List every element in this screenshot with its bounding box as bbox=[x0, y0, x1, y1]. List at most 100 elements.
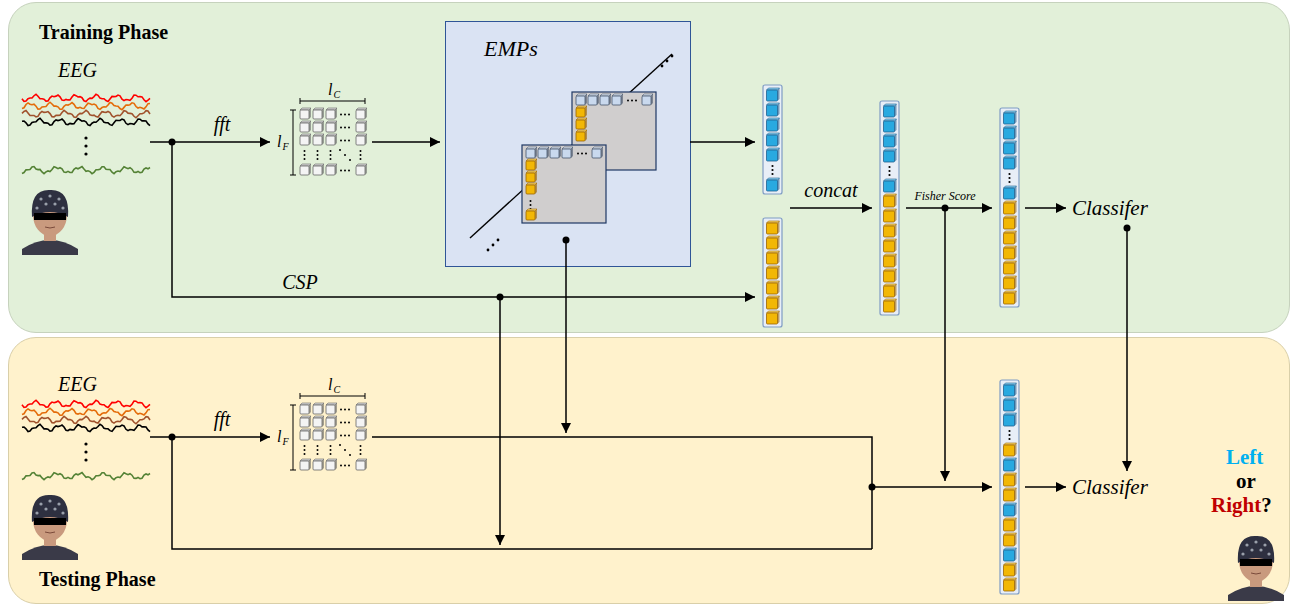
flow-line bbox=[172, 437, 872, 549]
subject-photo bbox=[34, 213, 66, 220]
emp-patches bbox=[666, 60, 669, 63]
spectrum-matrix bbox=[300, 418, 309, 427]
feature-vector bbox=[880, 101, 899, 315]
feature-vector bbox=[1004, 248, 1015, 259]
feature-vector bbox=[1008, 434, 1010, 436]
flow-line bbox=[150, 142, 1127, 549]
diagram-label: C bbox=[333, 384, 340, 395]
feature-vector bbox=[884, 121, 895, 132]
feature-vector bbox=[767, 105, 778, 116]
panel-title: Training Phase bbox=[39, 21, 168, 44]
diagram-label: l bbox=[328, 81, 332, 99]
spectrum-matrix bbox=[360, 449, 362, 451]
emp-patches bbox=[492, 244, 495, 247]
spectrum-matrix bbox=[313, 461, 322, 470]
feature-vector bbox=[1008, 173, 1010, 175]
flow-line bbox=[906, 207, 992, 209]
subject-photo bbox=[35, 206, 38, 209]
diagram-label: EEG bbox=[58, 373, 97, 396]
feature-vector bbox=[1004, 505, 1015, 516]
diagram-label: fft bbox=[214, 408, 231, 431]
spectrum-matrix bbox=[304, 154, 306, 156]
emp-patches bbox=[538, 149, 547, 158]
spectrum-matrix bbox=[304, 453, 306, 455]
spectrum-matrix bbox=[326, 461, 335, 470]
emp-patches bbox=[576, 120, 585, 129]
spectrum-matrix bbox=[313, 136, 322, 145]
emp-patches bbox=[550, 149, 559, 158]
feature-vector bbox=[1004, 218, 1015, 229]
spectrum-matrix bbox=[326, 123, 335, 132]
spectrum-matrix bbox=[313, 418, 322, 427]
feature-vector bbox=[884, 241, 895, 252]
subject-photo bbox=[1251, 573, 1261, 574]
feature-vector bbox=[1004, 263, 1015, 274]
eeg-signal bbox=[84, 144, 87, 147]
spectrum-matrix bbox=[340, 114, 342, 116]
emp-patches bbox=[592, 149, 601, 158]
emp-patches bbox=[526, 149, 535, 158]
subject-photo bbox=[39, 502, 42, 505]
feature-vector bbox=[884, 286, 895, 297]
spectrum-matrix bbox=[330, 150, 332, 152]
spectrum-matrix bbox=[356, 461, 365, 470]
spectrum-matrix bbox=[330, 158, 332, 160]
diagram-label: Classifer bbox=[1072, 475, 1148, 500]
emp-patches bbox=[530, 204, 532, 206]
dimension-bracket bbox=[300, 98, 365, 104]
eeg-signal bbox=[84, 136, 87, 139]
subject-photo bbox=[57, 502, 60, 505]
feature-vector bbox=[1004, 188, 1015, 199]
panel-title: EMPs bbox=[484, 36, 538, 62]
feature-vector bbox=[1000, 380, 1019, 594]
diagram-label: Left bbox=[1226, 445, 1263, 470]
subject-photo bbox=[44, 202, 47, 205]
spectrum-matrix bbox=[360, 453, 362, 455]
spectrum-matrix bbox=[317, 154, 319, 156]
subject-photo bbox=[22, 190, 78, 255]
emp-patches bbox=[661, 65, 664, 68]
feature-vector bbox=[1004, 550, 1015, 561]
flow-line bbox=[150, 141, 270, 143]
subject-photo bbox=[1241, 552, 1244, 555]
spectrum-matrix bbox=[340, 435, 342, 437]
dimension-bracket bbox=[290, 110, 296, 175]
emp-patches bbox=[526, 173, 535, 182]
dimension-bracket bbox=[290, 98, 365, 175]
spectrum-matrix bbox=[304, 158, 306, 160]
spectrum-matrix bbox=[340, 422, 342, 424]
spectrum-matrix bbox=[300, 123, 309, 132]
emp-patches bbox=[600, 96, 609, 105]
flow-line bbox=[1025, 486, 1066, 488]
spectrum-matrix bbox=[344, 435, 346, 437]
feature-vector bbox=[1004, 475, 1015, 486]
feature-vector bbox=[763, 218, 782, 327]
emp-patches bbox=[522, 145, 606, 223]
diagram-label: EEG bbox=[58, 59, 97, 82]
junction-dot bbox=[563, 237, 570, 244]
subject-photo bbox=[22, 240, 78, 255]
spectrum-matrix bbox=[326, 110, 335, 119]
feature-vector bbox=[1008, 430, 1010, 432]
spectrum-matrix bbox=[348, 435, 350, 437]
feature-vector bbox=[1000, 380, 1019, 594]
feature-vector bbox=[1000, 108, 1019, 307]
spectrum-matrix bbox=[344, 422, 346, 424]
emp-patches bbox=[487, 249, 490, 252]
subject-photo bbox=[1240, 559, 1272, 566]
feature-vector bbox=[771, 165, 773, 167]
emp-patches bbox=[671, 55, 674, 58]
diagram-label: Fisher Score bbox=[914, 189, 975, 204]
subject-photo bbox=[61, 206, 64, 209]
spectrum-matrix bbox=[340, 465, 342, 467]
feature-vector bbox=[1004, 233, 1015, 244]
feature-vector bbox=[1004, 580, 1015, 591]
flow-line bbox=[944, 208, 946, 481]
junction-dot bbox=[1124, 225, 1131, 232]
spectrum-matrix bbox=[360, 150, 362, 152]
feature-vector bbox=[767, 298, 778, 309]
feature-vector bbox=[763, 85, 782, 194]
feature-vector bbox=[771, 173, 773, 175]
subject-photo bbox=[1250, 548, 1253, 551]
